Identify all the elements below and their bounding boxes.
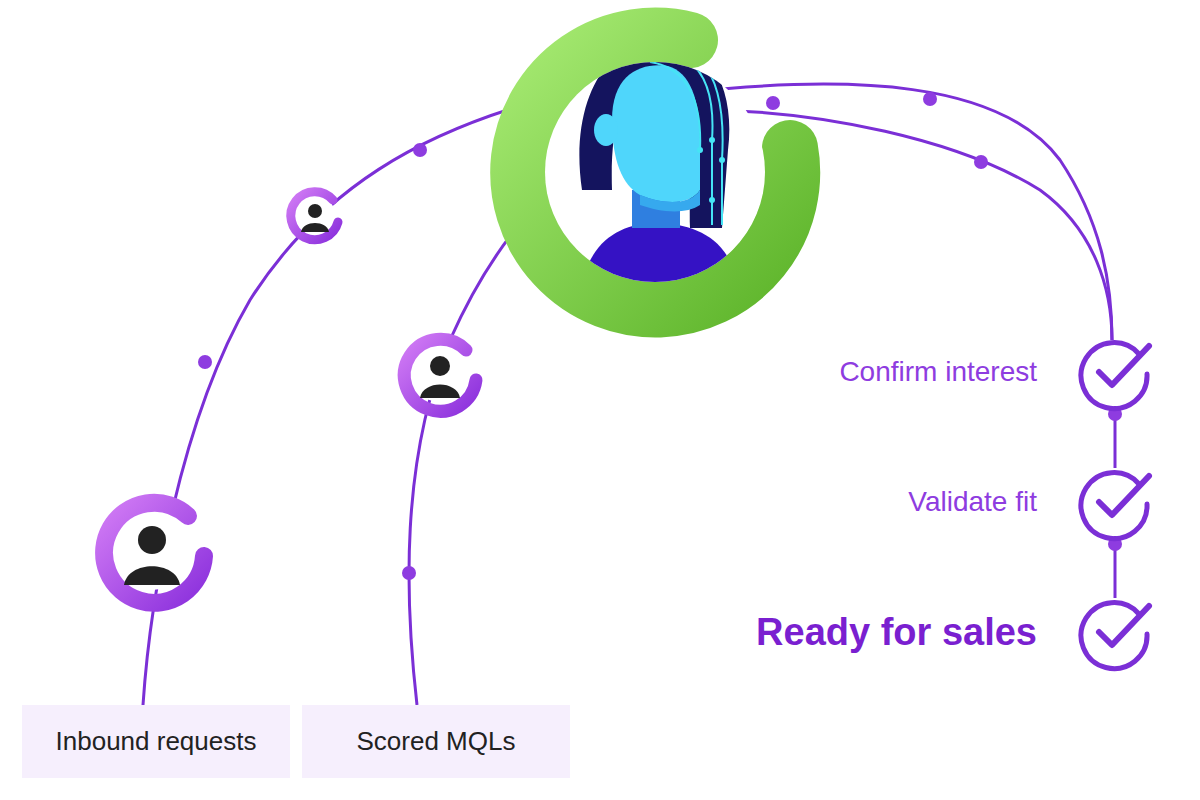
checklist-step: Ready for sales xyxy=(754,592,1155,672)
step-connector xyxy=(1108,406,1122,468)
check-icon xyxy=(1075,332,1155,412)
box-label: Inbound requests xyxy=(56,726,257,757)
checklist-step: Validate fit xyxy=(906,462,1155,542)
person-icon xyxy=(404,339,476,411)
step-label: Confirm interest xyxy=(839,356,1037,388)
step-label: Validate fit xyxy=(908,486,1037,518)
check-icon xyxy=(1075,462,1155,542)
box-label: Scored MQLs xyxy=(357,726,516,757)
step-connector xyxy=(1108,536,1122,598)
person-icon xyxy=(104,503,204,603)
person-icon xyxy=(291,192,338,240)
step-label: Ready for sales xyxy=(756,611,1037,654)
source-box: Scored MQLs xyxy=(302,705,570,778)
source-box: Inbound requests xyxy=(22,705,290,778)
check-icon xyxy=(1075,592,1155,672)
checklist-step: Confirm interest xyxy=(837,332,1155,412)
ai-avatar xyxy=(518,36,792,310)
